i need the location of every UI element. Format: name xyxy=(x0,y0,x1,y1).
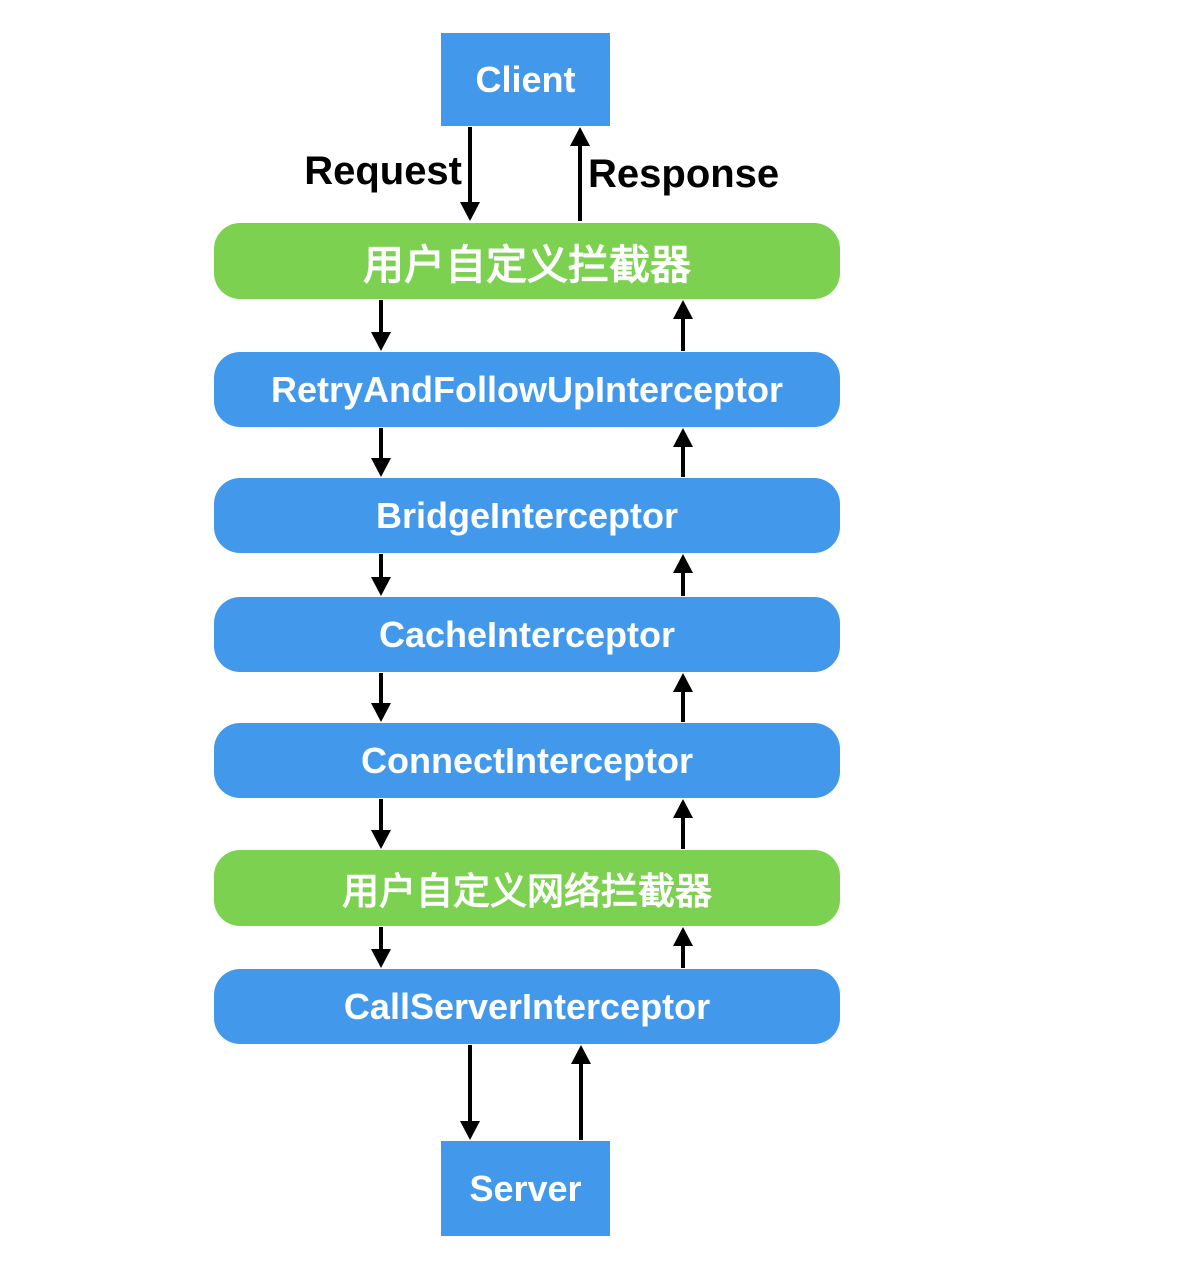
arrow-up-retry-to-user-icon xyxy=(671,300,695,351)
node-server: Server xyxy=(441,1141,610,1236)
arrow-up-server-to-callserver-icon xyxy=(569,1045,593,1140)
node-cache-interceptor-label: CacheInterceptor xyxy=(378,613,676,655)
arrow-down-callserver-to-server-icon xyxy=(458,1045,482,1140)
node-retry-interceptor-label: RetryAndFollowUpInterceptor xyxy=(270,368,783,410)
node-connect-interceptor: ConnectInterceptor xyxy=(214,723,840,798)
arrow-up-bridge-to-retry-icon xyxy=(671,428,695,477)
node-callserver-interceptor: CallServerInterceptor xyxy=(214,969,840,1044)
node-client: Client xyxy=(441,33,610,126)
node-user-network-interceptor: 用户自定义网络拦截器 xyxy=(214,850,840,926)
node-bridge-interceptor: BridgeInterceptor xyxy=(214,478,840,553)
arrow-down-retry-to-bridge-icon xyxy=(369,428,393,477)
arrow-down-user-to-retry-icon xyxy=(369,300,393,351)
node-callserver-interceptor-label: CallServerInterceptor xyxy=(343,985,711,1027)
node-bridge-interceptor-label: BridgeInterceptor xyxy=(375,494,679,536)
request-label: Request xyxy=(304,148,462,193)
arrow-down-bridge-to-cache-icon xyxy=(369,554,393,596)
node-user-interceptor: 用户自定义拦截器 xyxy=(214,223,840,299)
arrow-up-connect-to-cache-icon xyxy=(671,673,695,722)
node-server-label: Server xyxy=(469,1167,582,1209)
response-label: Response xyxy=(588,151,780,196)
node-cache-interceptor: CacheInterceptor xyxy=(214,597,840,672)
node-retry-interceptor: RetryAndFollowUpInterceptor xyxy=(214,352,840,427)
arrow-up-network-to-connect-icon xyxy=(671,799,695,849)
node-connect-interceptor-label: ConnectInterceptor xyxy=(360,739,694,781)
response-arrow-up-icon xyxy=(568,127,592,221)
node-user-network-interceptor-label: 用户自定义网络拦截器 xyxy=(342,871,712,912)
arrow-up-cache-to-bridge-icon xyxy=(671,554,695,596)
node-user-interceptor-label: 用户自定义拦截器 xyxy=(363,242,691,288)
arrow-up-callserver-to-network-icon xyxy=(671,927,695,968)
request-arrow-down-icon xyxy=(458,127,482,221)
node-client-label: Client xyxy=(475,58,576,100)
arrow-down-network-to-callserver-icon xyxy=(369,927,393,968)
arrow-down-cache-to-connect-icon xyxy=(369,673,393,722)
arrow-down-connect-to-network-icon xyxy=(369,799,393,849)
